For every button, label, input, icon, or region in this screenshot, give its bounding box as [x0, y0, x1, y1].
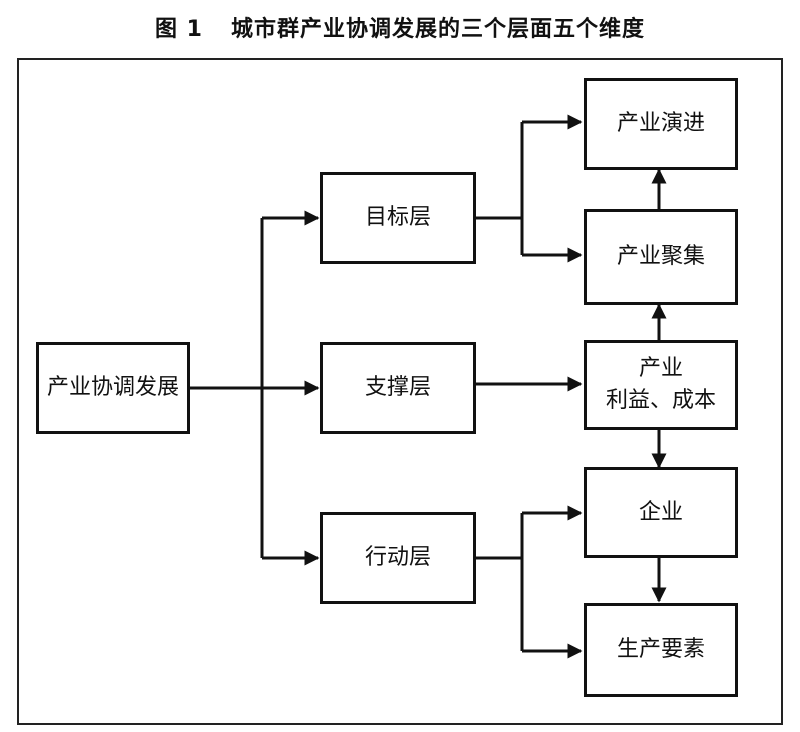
figure-title: 城市群产业协调发展的三个层面五个维度: [230, 17, 645, 42]
node-production-factors: 生产要素: [584, 603, 738, 697]
node-support-layer-label: 支撑层: [364, 375, 431, 400]
node-enterprise: 企业: [584, 467, 738, 558]
node-support-layer: 支撑层: [320, 342, 476, 434]
node-benefit-cost-line1: 产业: [638, 356, 683, 381]
node-enterprise-label: 企业: [638, 499, 683, 525]
node-action-layer: 行动层: [320, 512, 476, 604]
diagram-frame: [17, 58, 783, 725]
node-industry-agglomeration: 产业聚集: [584, 209, 738, 305]
node-root-label: 产业协调发展: [46, 375, 179, 400]
node-production-factors-label: 生产要素: [616, 637, 705, 662]
node-industry-evolution: 产业演进: [584, 78, 738, 170]
figure-number: 图 1: [155, 17, 203, 42]
node-goal-layer: 目标层: [320, 172, 476, 264]
node-industry-evolution-label: 产业演进: [616, 111, 705, 136]
node-benefit-cost: 产业 利益、成本: [584, 340, 738, 430]
node-industry-agglomeration-label: 产业聚集: [616, 244, 705, 269]
node-goal-layer-label: 目标层: [364, 205, 431, 230]
node-action-layer-label: 行动层: [364, 545, 431, 570]
node-benefit-cost-line2: 利益、成本: [605, 388, 716, 413]
node-root: 产业协调发展: [36, 342, 190, 434]
figure-caption: 图 1 城市群产业协调发展的三个层面五个维度: [0, 10, 800, 44]
